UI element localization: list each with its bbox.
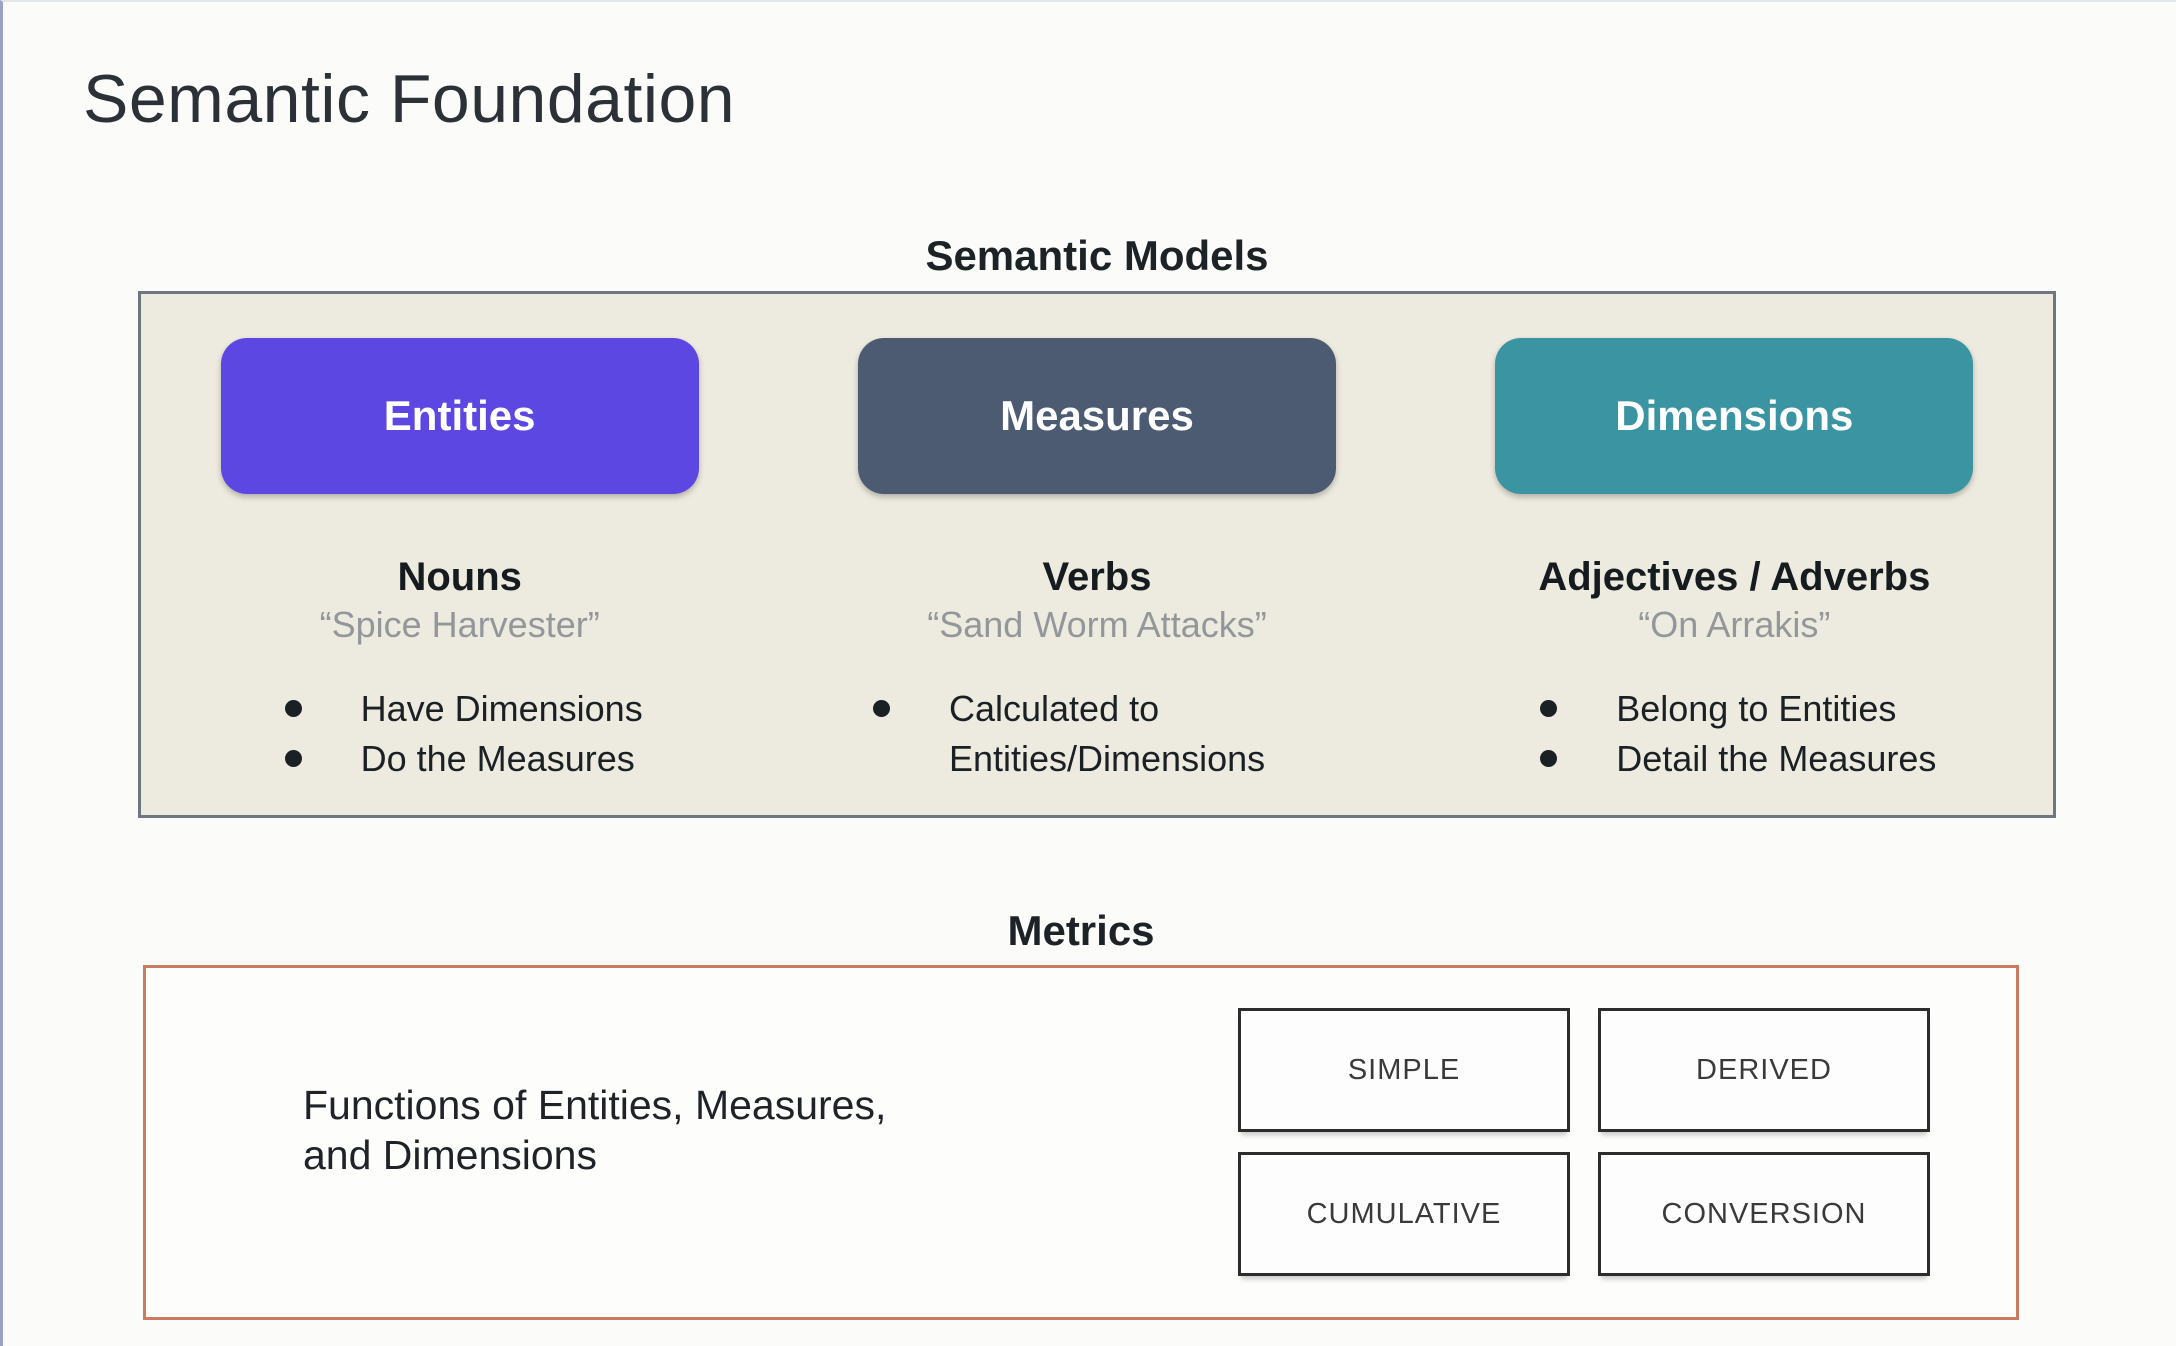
dimensions-bullet: Detail the Measures (1532, 734, 1936, 784)
measures-example-quote: “Sand Worm Attacks” (927, 604, 1267, 645)
entities-bullet: Do the Measures (277, 734, 643, 784)
entities-bullet: Have Dimensions (277, 684, 643, 734)
metrics-description-line2: and Dimensions (303, 1132, 597, 1179)
dimensions-bullets: Belong to Entities Detail the Measures (1416, 684, 2053, 783)
metrics-description: Functions of Entities, Measures, and Dim… (303, 1080, 886, 1180)
dimensions-role-label: Adjectives / Adverbs (1538, 555, 1931, 599)
entities-column: Entities Nouns “Spice Harvester” Have Di… (141, 294, 778, 815)
entities-example-quote: “Spice Harvester” (319, 604, 600, 645)
measures-bullet: Calculated to Entities/Dimensions (865, 684, 1329, 783)
metric-type-cumulative: CUMULATIVE (1238, 1152, 1570, 1276)
measures-bullets: Calculated to Entities/Dimensions (778, 684, 1415, 783)
entities-pill: Entities (220, 338, 699, 494)
measures-role-label: Verbs (1042, 555, 1152, 599)
dimensions-column: Dimensions Adjectives / Adverbs “On Arra… (1416, 294, 2053, 815)
dimensions-example-quote: “On Arrakis” (1638, 604, 1831, 645)
metric-type-derived: DERIVED (1598, 1008, 1930, 1132)
dimensions-bullet: Belong to Entities (1532, 684, 1936, 734)
page-title: Semantic Foundation (83, 61, 736, 137)
metric-type-conversion: CONVERSION (1598, 1152, 1930, 1276)
semantic-models-box: Entities Nouns “Spice Harvester” Have Di… (138, 291, 2056, 818)
metrics-description-line1: Functions of Entities, Measures, (303, 1082, 887, 1128)
metric-types-grid: SIMPLE DERIVED CUMULATIVE CONVERSION (1238, 1008, 1930, 1276)
entities-bullets: Have Dimensions Do the Measures (141, 684, 778, 783)
metric-type-simple: SIMPLE (1238, 1008, 1570, 1132)
semantic-models-heading: Semantic Models (925, 232, 1269, 279)
metrics-heading: Metrics (1007, 907, 1155, 954)
dimensions-pill: Dimensions (1495, 338, 1974, 494)
entities-role-label: Nouns (397, 555, 522, 599)
measures-column: Measures Verbs “Sand Worm Attacks” Calcu… (778, 294, 1415, 815)
metrics-box: Functions of Entities, Measures, and Dim… (143, 965, 2019, 1320)
measures-pill: Measures (857, 338, 1336, 494)
